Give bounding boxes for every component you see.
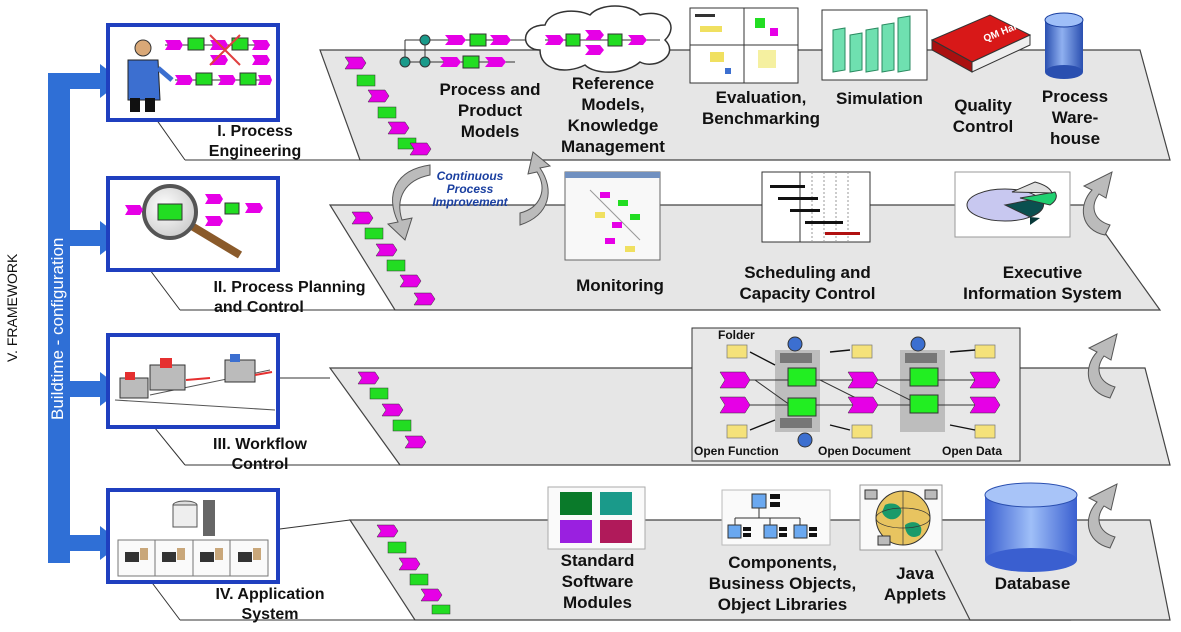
network-icon (117, 500, 269, 577)
handbook-icon: QM Handbuch (930, 9, 1049, 73)
process-warehouse-label: Process Ware- house (1030, 86, 1120, 149)
layer4-icon-frame (106, 488, 280, 584)
components-line3: Object Libraries (717, 595, 848, 614)
process-models-line2: Product (457, 101, 523, 120)
curved-arrow-icon-1 (1082, 171, 1113, 236)
layer3-icon-frame (106, 333, 280, 429)
reference-models-line2: Models, (581, 95, 645, 114)
java-globe-icon (859, 484, 943, 551)
evaluation-line1: Evaluation, (715, 88, 807, 107)
layer2-icon-frame (106, 176, 280, 272)
process-chain-icon (165, 34, 272, 86)
standard-modules-line3: Modules (563, 593, 632, 612)
workflow-panel (691, 327, 1021, 462)
token-stack-4 (376, 524, 451, 615)
quality-line2: Control (952, 117, 1014, 136)
layer4-title-line2: System (241, 606, 299, 623)
java-line2: Applets (883, 585, 947, 604)
process-models-label: Process and Product Models (425, 79, 555, 142)
database-label: Database (994, 574, 1071, 593)
token-stack-1 (344, 56, 432, 156)
cpi-label: Continuous Process Improvement (420, 170, 520, 209)
process-models-line3: Models (460, 122, 520, 141)
components-line1: Components, (728, 553, 837, 572)
open-document-label: Open Document (818, 444, 911, 458)
pie-chart-icon (954, 171, 1071, 238)
process-models-line1: Process and (439, 80, 541, 99)
curved-arrow-icon-3 (1087, 483, 1118, 549)
curved-arrow-icon-2 (1087, 333, 1118, 399)
framework-arrow (48, 64, 122, 563)
reference-models-line4: Management (561, 137, 665, 156)
standard-modules-label: Standard Software Modules (545, 550, 650, 613)
layer1-title-line1: I. Process (217, 123, 293, 140)
quality-control-label: Quality Control (938, 95, 1028, 137)
scheduling-label: Scheduling and Capacity Control (720, 262, 895, 304)
scheduling-line2: Capacity Control (739, 284, 876, 303)
components-tree-icon (721, 489, 831, 546)
components-label: Components, Business Objects, Object Lib… (690, 552, 875, 615)
layer1-title-line2: Engineering (208, 143, 302, 160)
database-cylinder-icon (984, 482, 1078, 572)
cpi-cycle-arrows-icon (386, 151, 552, 241)
reference-models-label: Reference Models, Knowledge Management (548, 73, 678, 157)
layer2-title: II. Process Planning and Control (182, 278, 397, 318)
monitoring-label: Monitoring (576, 276, 664, 295)
standard-modules-line1: Standard (560, 551, 635, 570)
evaluation-label: Evaluation, Benchmarking (686, 87, 836, 129)
executive-line1: Executive (1002, 263, 1083, 282)
monitoring-screen-icon (564, 171, 661, 261)
simulation-label: Simulation (836, 89, 923, 108)
executive-info-label: Executive Information System (950, 262, 1135, 304)
scheduling-line1: Scheduling and (744, 263, 871, 282)
token-stack-3 (357, 371, 427, 449)
cpi-line1: Continuous (436, 169, 504, 183)
warehouse-line2: Ware- (1051, 108, 1099, 127)
layer1-icon-frame (106, 23, 280, 122)
reference-models-cloud-icon (524, 5, 672, 73)
buildtime-label: Buildtime - configuration (48, 237, 67, 420)
java-line1: Java (896, 564, 934, 583)
warehouse-line3: house (1049, 129, 1101, 148)
folder-label: Folder (718, 328, 755, 342)
layer1-title: I. Process Engineering (190, 122, 320, 162)
layer2-title-line2: and Control (214, 299, 304, 316)
executive-line2: Information System (963, 284, 1122, 303)
magnifier-icon (125, 184, 263, 259)
software-modules-icon (547, 486, 646, 550)
layer3-title: III. Workflow Control (190, 435, 330, 475)
open-function-label: Open Function (694, 444, 779, 458)
reference-models-line3: Knowledge (567, 116, 659, 135)
quality-line1: Quality (954, 96, 1012, 115)
framework-title: V. FRAMEWORK (4, 253, 20, 362)
warehouse-line1: Process (1041, 87, 1109, 106)
java-applets-label: Java Applets (875, 563, 955, 605)
components-line2: Business Objects, (708, 574, 857, 593)
layer2-title-line1: II. Process Planning (213, 279, 366, 296)
workflow-desks-icon (114, 354, 276, 411)
open-data-label: Open Data (942, 444, 1003, 458)
person-icon (127, 39, 174, 112)
layer-planes (119, 49, 1171, 621)
layer4-title-line1: IV. Application (215, 586, 325, 603)
token-stack-2 (351, 211, 436, 306)
standard-modules-line2: Software (561, 572, 634, 591)
layer3-title-line1: III. Workflow (213, 436, 307, 453)
layer3-title-line2: Control (231, 456, 289, 473)
layer4-title: IV. Application System (195, 585, 345, 625)
cpi-line3: Improvement (432, 195, 508, 209)
process-models-icon (399, 33, 525, 69)
warehouse-cylinder-icon (1044, 12, 1084, 79)
cpi-line2: Process (446, 182, 494, 196)
gantt-chart-icon (761, 171, 871, 243)
evaluation-screen-icon (689, 7, 799, 84)
simulation-chart-icon (821, 9, 928, 81)
reference-models-line1: Reference (571, 74, 655, 93)
evaluation-line2: Benchmarking (701, 109, 821, 128)
